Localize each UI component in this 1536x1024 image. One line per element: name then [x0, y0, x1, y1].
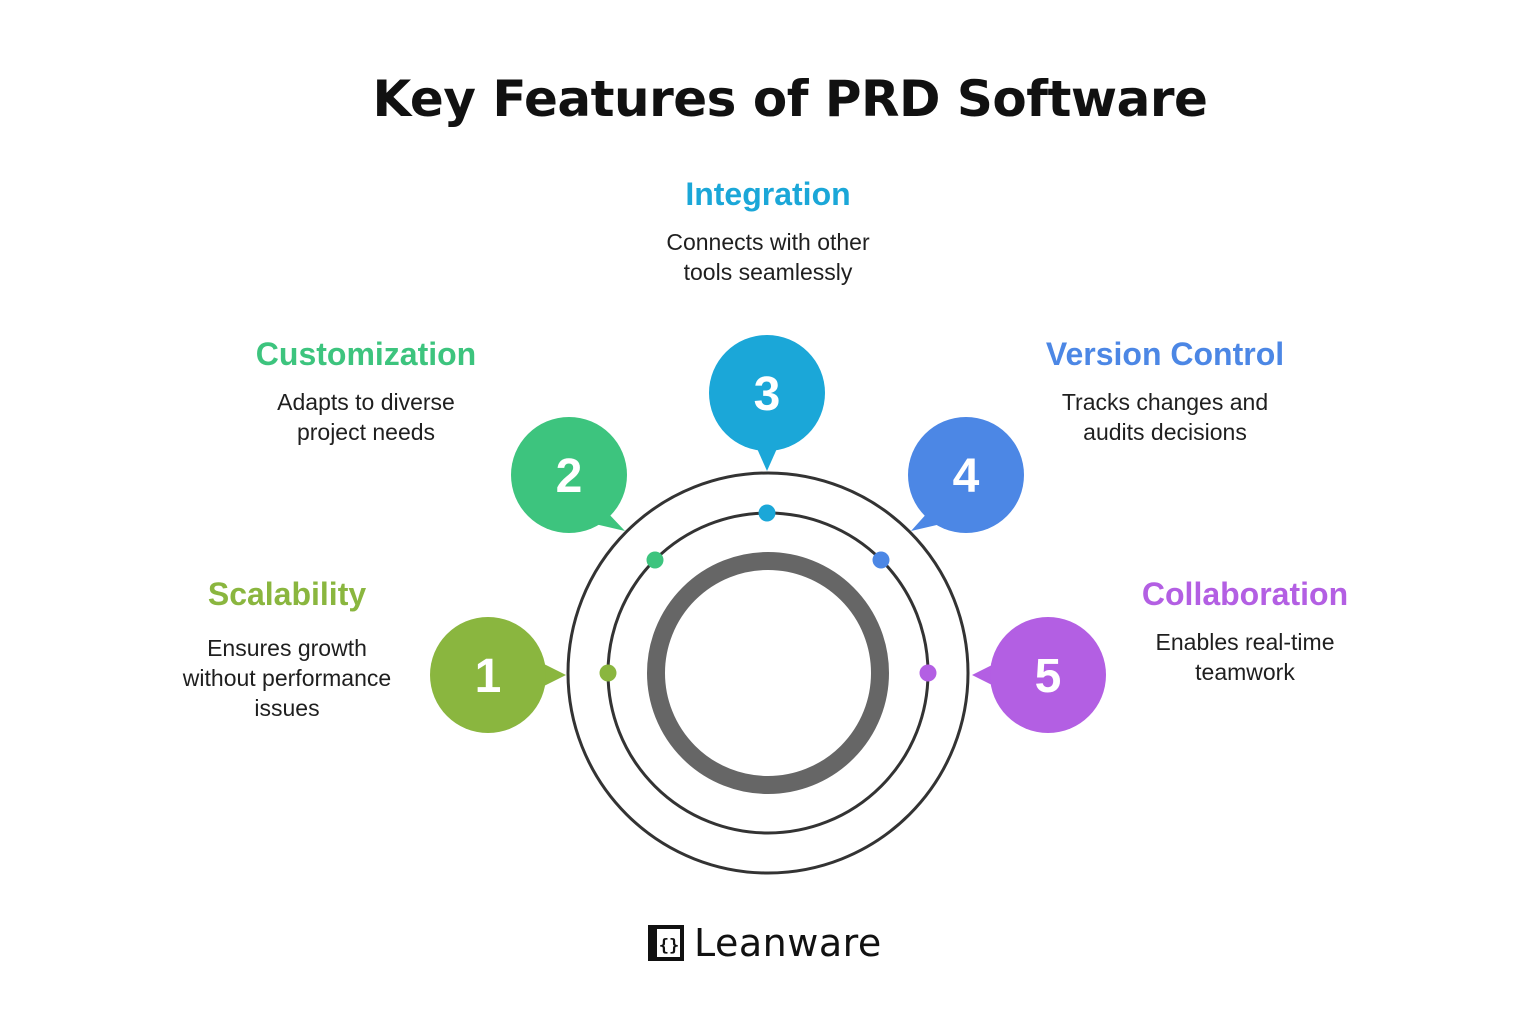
feature-title: Integration: [685, 176, 851, 212]
dot-1: [599, 664, 617, 682]
badge-1-number: 1: [475, 650, 502, 703]
page-title: Key Features of PRD Software: [372, 70, 1208, 128]
feature-description-line: tools seamlessly: [683, 259, 853, 285]
badge-5-circle: [990, 617, 1106, 733]
feature-scalability: Scalability Ensures growth without perfo…: [157, 575, 417, 723]
feature-description-line: teamwork: [1195, 659, 1295, 685]
dot-2: [646, 551, 664, 569]
feature-title: Scalability: [207, 576, 367, 612]
feature-description-line: Adapts to diverse: [277, 389, 455, 415]
feature-description-line: Enables real-time: [1155, 629, 1335, 655]
badge-4-circle: [908, 417, 1024, 533]
badge-3-circle: [709, 335, 825, 451]
badge-2-number: 2: [556, 450, 583, 503]
badge-4-number: 4: [953, 450, 980, 503]
badge-4: 4: [908, 417, 1024, 533]
feature-description-line: without performance: [182, 665, 392, 691]
core-ring: [647, 552, 889, 794]
feature-description-line: audits decisions: [1083, 419, 1247, 445]
badge-1-circle: [430, 617, 546, 733]
feature-description: Adapts to diverse project needs: [236, 387, 496, 447]
feature-title: Version Control: [1045, 336, 1285, 372]
badge-1: 1: [430, 617, 566, 733]
badge-2: 2: [511, 417, 627, 533]
braces-in-box-icon: {}: [648, 925, 684, 961]
dot-5: [919, 664, 937, 682]
badge-3: 3: [709, 335, 825, 471]
feature-description: Enables real-time teamwork: [1120, 627, 1370, 687]
feature-description-line: Connects with other: [666, 229, 870, 255]
feature-title: Collaboration: [1141, 576, 1349, 612]
brand-logo: {} Leanware: [648, 918, 882, 968]
outer-ring: [566, 471, 970, 875]
dot-3: [758, 504, 776, 522]
feature-description: Ensures growth without performance issue…: [157, 633, 417, 723]
feature-customization: Customization Adapts to diverse project …: [236, 335, 496, 447]
badge-3-pointer: [755, 444, 779, 471]
feature-collaboration: Collaboration Enables real-time teamwork: [1120, 575, 1370, 687]
dot-4: [872, 551, 890, 569]
badge-2-circle: [511, 417, 627, 533]
feature-description-line: project needs: [296, 419, 436, 445]
feature-description-line: Tracks changes and: [1061, 389, 1269, 415]
feature-integration: Integration Connects with other tools se…: [628, 175, 908, 287]
feature-description: Tracks changes and audits decisions: [1030, 387, 1300, 447]
badge-1-pointer: [540, 662, 566, 688]
badge-5: 5: [972, 617, 1106, 733]
feature-description-line: Ensures growth: [207, 635, 367, 661]
feature-description: Connects with other tools seamlessly: [628, 227, 908, 287]
feature-description-line: issues: [254, 695, 320, 721]
badge-5-number: 5: [1035, 650, 1062, 703]
svg-text:{}: {}: [659, 936, 679, 956]
feature-version-control: Version Control Tracks changes and audit…: [1030, 335, 1300, 447]
badge-3-number: 3: [754, 368, 781, 421]
feature-title: Customization: [255, 336, 477, 372]
brand-name: Leanware: [694, 921, 882, 965]
